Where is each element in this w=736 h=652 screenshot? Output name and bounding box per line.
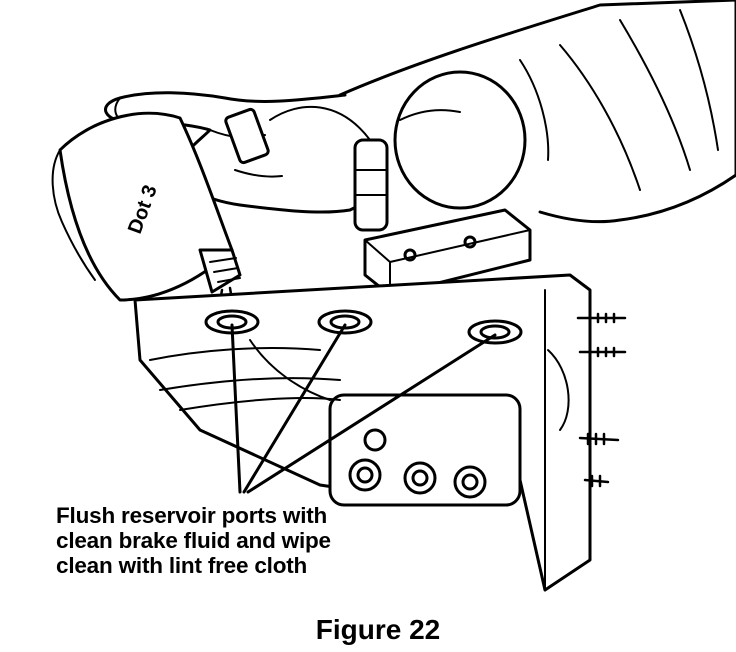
instruction-callout: Flush reservoir ports with clean brake f… — [56, 503, 436, 578]
mounting-studs — [576, 312, 627, 488]
callout-line-2: clean brake fluid and wipe — [56, 528, 331, 553]
callout-line-3: clean with lint free cloth — [56, 553, 308, 578]
accumulator — [269, 70, 527, 232]
reservoir-ports — [204, 309, 523, 345]
leader-lines — [230, 323, 497, 494]
hydraulic-unit — [133, 273, 592, 592]
brake-fluid-bottle: Dot 3 — [51, 107, 270, 302]
sleeve-arm — [338, 0, 736, 224]
figure-caption: Figure 22 — [315, 614, 441, 645]
valve-block — [363, 208, 532, 297]
callout-line-1: Flush reservoir ports with — [56, 503, 328, 528]
